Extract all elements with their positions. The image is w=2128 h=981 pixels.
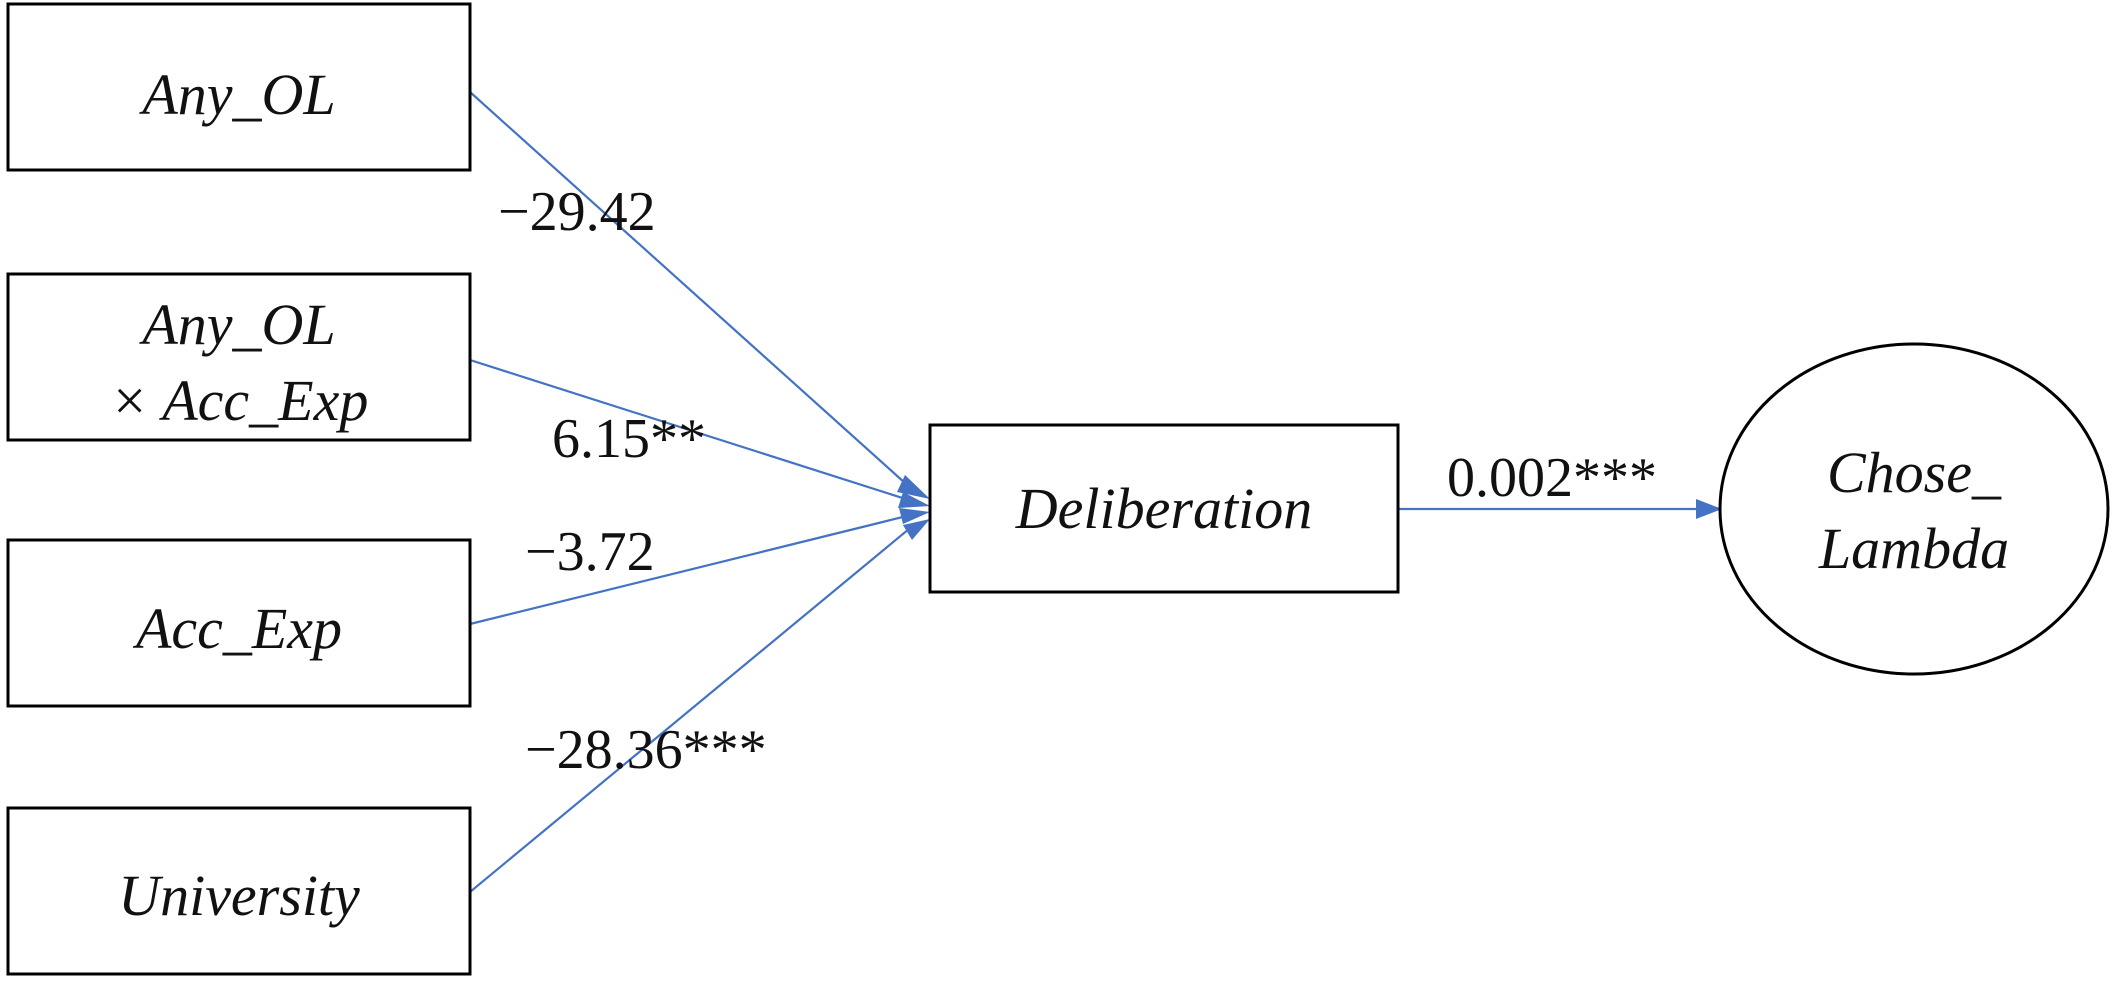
node-acc-exp: Acc_Exp bbox=[6, 538, 472, 708]
arrowhead-into-chose-lambda bbox=[1696, 499, 1722, 519]
node-deliberation: Deliberation bbox=[928, 423, 1400, 594]
arrowhead-into-deliberation-2 bbox=[898, 492, 930, 508]
arrowhead-into-deliberation-1 bbox=[897, 475, 930, 499]
node-label-deliberation: Deliberation bbox=[1015, 476, 1312, 541]
arrowhead-into-deliberation-4 bbox=[903, 519, 930, 540]
node-interaction: Any_OL × Acc_Exp bbox=[6, 272, 472, 442]
edges bbox=[469, 91, 1722, 893]
edge-label-deliberation: 0.002*** bbox=[1447, 447, 1657, 509]
edge-label-any-ol: −29.42 bbox=[498, 181, 656, 243]
node-label-university: University bbox=[118, 863, 360, 928]
node-label-interaction-line1: Any_OL bbox=[138, 292, 335, 357]
node-box-any-ol bbox=[6, 2, 472, 172]
edge-interaction-to-deliberation bbox=[469, 358, 916, 504]
edge-label-interaction: 6.15** bbox=[552, 408, 706, 470]
node-label-chose-lambda-line1: Chose_ bbox=[1827, 440, 2002, 505]
edge-labels: −29.42 6.15** −3.72 −28.36*** 0.002*** bbox=[498, 181, 1657, 781]
node-any-ol: Any_OL bbox=[6, 2, 472, 172]
node-label-interaction-line2: × Acc_Exp bbox=[110, 368, 369, 433]
edge-any-ol-to-deliberation bbox=[469, 91, 916, 493]
node-ellipse-chose-lambda bbox=[1718, 342, 2110, 676]
node-university: University bbox=[6, 806, 472, 976]
edge-label-acc-exp: −3.72 bbox=[525, 521, 655, 583]
arrowhead-into-deliberation-3 bbox=[899, 508, 930, 524]
node-label-any-ol: Any_OL bbox=[138, 62, 335, 127]
edge-acc-exp-to-deliberation bbox=[469, 512, 916, 626]
node-label-chose-lambda-line2: Lambda bbox=[1818, 516, 2009, 581]
node-box-interaction bbox=[6, 272, 472, 442]
node-box-university bbox=[6, 806, 472, 976]
node-box-acc-exp bbox=[6, 538, 472, 708]
node-box-deliberation bbox=[928, 423, 1400, 594]
node-chose-lambda: Chose_ Lambda bbox=[1718, 342, 2110, 676]
node-label-acc-exp: Acc_Exp bbox=[132, 596, 342, 661]
edge-university-to-deliberation bbox=[469, 523, 916, 893]
edge-label-university: −28.36*** bbox=[525, 719, 767, 781]
